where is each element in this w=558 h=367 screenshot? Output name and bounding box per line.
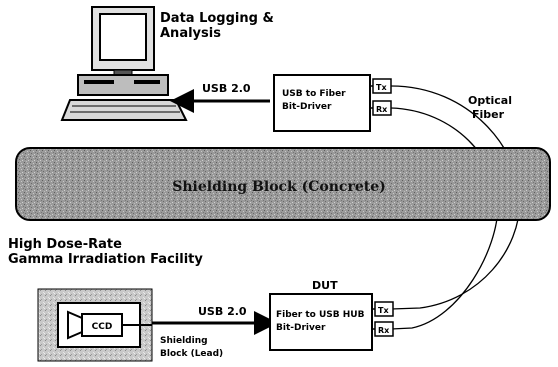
facility-label-line1: High Dose-Rate xyxy=(8,237,122,252)
optical-fiber-label-line1: Optical xyxy=(468,94,512,107)
facility-label-line2: Gamma Irradiation Facility xyxy=(8,252,203,267)
dut-driver-line1: Fiber to USB HUB xyxy=(276,310,365,320)
top-driver-line2: Bit-Driver xyxy=(282,102,332,112)
top-tx-label: Tx xyxy=(376,83,387,92)
top-driver-box xyxy=(273,74,371,132)
computer-label-line2: Analysis xyxy=(160,26,221,41)
dut-rx-label: Rx xyxy=(378,326,390,335)
bottom-usb-label: USB 2.0 xyxy=(198,305,247,318)
top-usb-label: USB 2.0 xyxy=(202,82,251,95)
dut-driver-box xyxy=(269,293,373,351)
dut-driver-line2: Bit-Driver xyxy=(276,323,326,333)
ccd-label: CCD xyxy=(92,322,113,332)
computer-icon xyxy=(60,6,188,121)
dut-label: DUT xyxy=(312,279,338,292)
top-rx-label: Rx xyxy=(376,105,388,114)
lead-shield-label-line2: Block (Lead) xyxy=(160,349,223,359)
shielding-block-label: Shielding Block (Concrete) xyxy=(172,179,385,195)
top-driver-line1: USB to Fiber xyxy=(282,89,346,99)
computer-label-line1: Data Logging & xyxy=(160,11,274,26)
lead-shield-label-line1: Shielding xyxy=(160,336,208,346)
optical-fiber-label-line2: Fiber xyxy=(472,108,505,121)
shielding-block-concrete xyxy=(15,147,551,221)
dut-tx-label: Tx xyxy=(378,306,389,315)
